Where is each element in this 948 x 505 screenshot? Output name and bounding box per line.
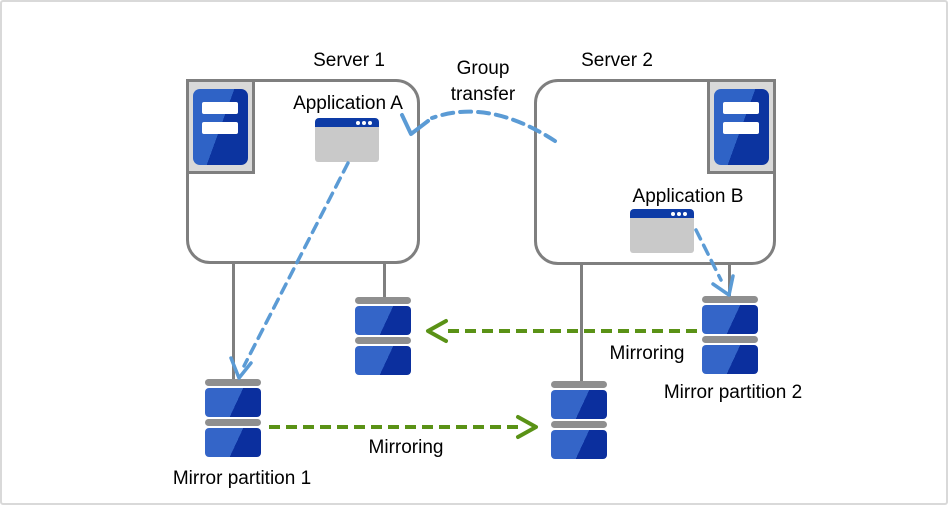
- mirror-partition2-label: Mirror partition 2: [663, 382, 803, 403]
- disk-body: [702, 305, 758, 334]
- server2-tower-icon: [707, 79, 776, 174]
- server-tower-body: [714, 89, 769, 165]
- window-body: [315, 127, 379, 162]
- window-dots-icon: [683, 212, 687, 216]
- disk-body: [205, 388, 261, 417]
- disk-stack-icon-mirror-partition2: [702, 296, 758, 374]
- disk-cap: [702, 296, 758, 303]
- application-b-label: Application B: [632, 186, 744, 207]
- disk-cap: [702, 336, 758, 343]
- mirroring-arrow-lower: [269, 415, 538, 439]
- disk-cap: [551, 421, 607, 428]
- group-transfer-arrow: [400, 109, 557, 143]
- mirroring-label-upper: Mirroring: [609, 343, 685, 364]
- window-body: [630, 218, 694, 253]
- window-titlebar: [315, 118, 379, 127]
- disk-body: [702, 345, 758, 374]
- window-titlebar: [630, 209, 694, 218]
- disk-stack-icon-mirror-partition1: [205, 379, 261, 457]
- tower-slot-bar: [723, 122, 759, 134]
- server-tower-body: [193, 89, 248, 165]
- tower-slot-bar: [202, 122, 238, 134]
- mirroring-arrow-upper: [426, 319, 697, 343]
- mirror-partition1-label: Mirror partition 1: [172, 468, 312, 489]
- tower-slot-bar: [723, 102, 759, 114]
- disk-cap: [551, 381, 607, 388]
- server2-title: Server 2: [581, 50, 653, 71]
- disk-stack-icon-server2-copy: [551, 381, 607, 459]
- window-dots-icon: [368, 121, 372, 125]
- application-b-window-icon: [630, 209, 694, 253]
- tower-slot-bar: [202, 102, 238, 114]
- mirroring-label-lower: Mirroring: [368, 437, 444, 458]
- disk-body: [205, 428, 261, 457]
- disk-body: [551, 430, 607, 459]
- server1-tower-icon: [186, 79, 255, 174]
- server1-title: Server 1: [313, 50, 385, 71]
- disk-cap: [205, 419, 261, 426]
- disk-cap: [355, 297, 411, 304]
- disk-body: [551, 390, 607, 419]
- server1-disk-connector: [383, 263, 386, 299]
- application-a-label: Application A: [293, 93, 403, 114]
- server1-partition1-connector: [232, 263, 235, 380]
- server2-partition2-connector: [728, 264, 731, 298]
- disk-body: [355, 346, 411, 375]
- disk-body: [355, 306, 411, 335]
- disk-stack-icon-server1-copy: [355, 297, 411, 375]
- server2-disk-connector: [580, 264, 583, 382]
- application-a-window-icon: [315, 118, 379, 162]
- disk-cap: [355, 337, 411, 344]
- disk-cap: [205, 379, 261, 386]
- group-transfer-label: Group transfer: [450, 58, 516, 106]
